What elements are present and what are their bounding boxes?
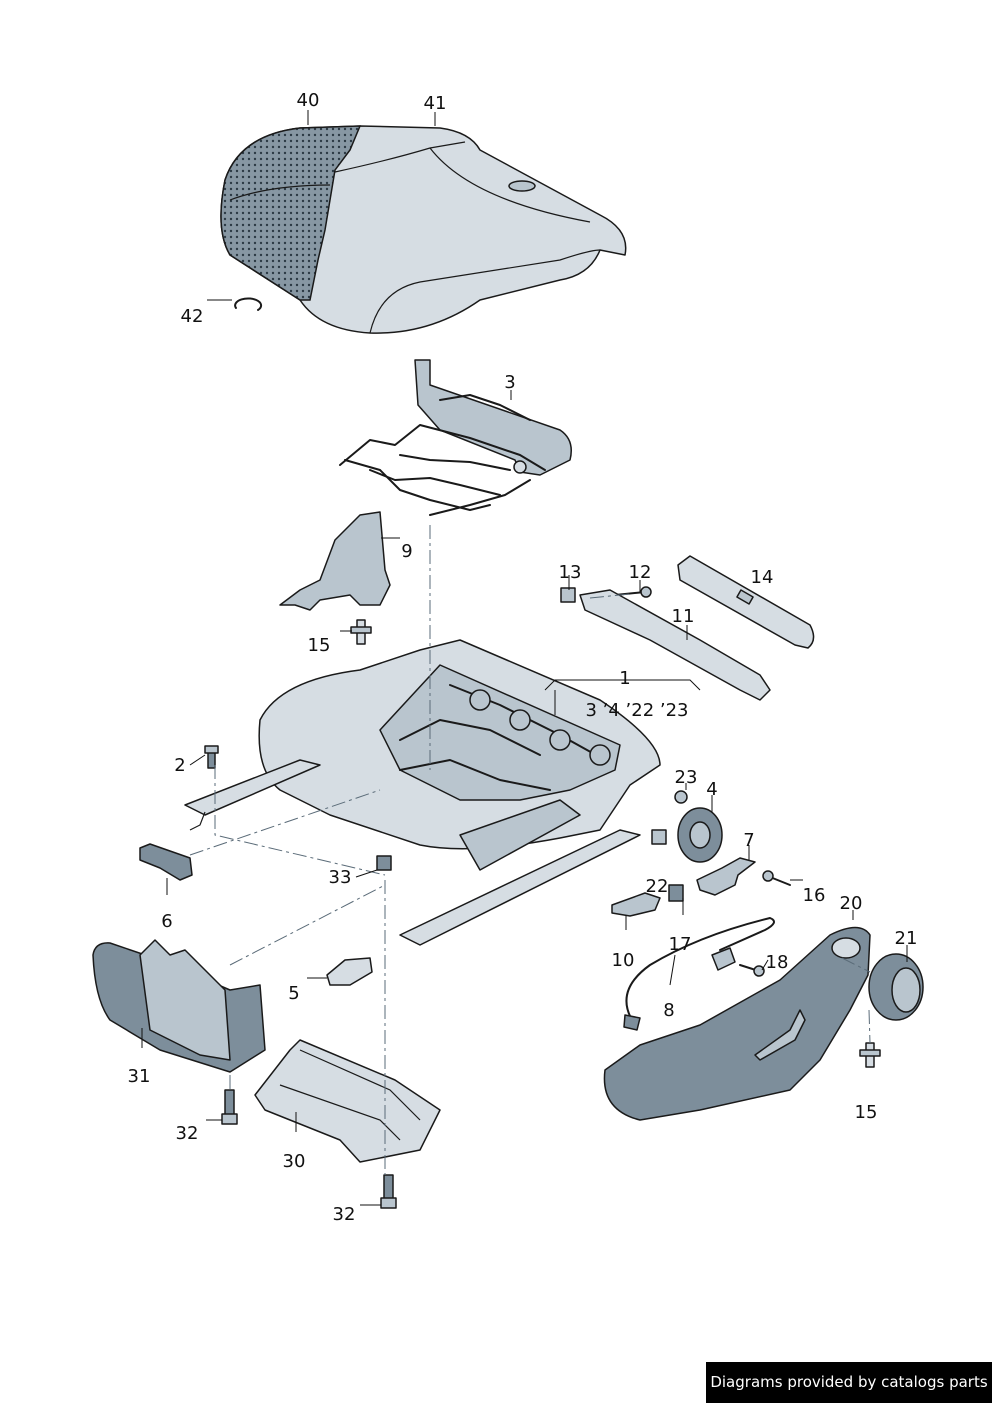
callout-32-lower: 32 [333, 1204, 356, 1225]
knob-21 [868, 953, 924, 1021]
seat-frame [184, 639, 661, 946]
callout-3: 3 [504, 372, 515, 393]
callout-31: 31 [128, 1066, 151, 1087]
cover-5 [326, 957, 373, 986]
callout-7: 7 [743, 830, 754, 851]
bolt-2 [204, 745, 219, 769]
callout-15-upper: 15 [308, 635, 331, 656]
callout-1: 1 [619, 668, 630, 689]
screw-18 [739, 964, 765, 977]
callout-1-sub: 3 ’4 ’22 ’23 [585, 700, 688, 721]
callout-18: 18 [766, 952, 789, 973]
callout-6: 6 [161, 911, 172, 932]
nut-23 [674, 790, 688, 804]
callout-16: 16 [803, 885, 826, 906]
handle-10 [611, 892, 661, 917]
recliner-4 [651, 807, 723, 863]
push-rivet-lower [859, 1042, 881, 1068]
callout-5: 5 [288, 983, 299, 1004]
callout-11: 11 [672, 606, 695, 627]
callout-32-upper: 32 [176, 1123, 199, 1144]
bracket-7 [696, 857, 756, 896]
callout-42: 42 [181, 306, 204, 327]
side-trim-20 [603, 926, 871, 1121]
side-bracket [279, 511, 391, 611]
callout-13: 13 [559, 562, 582, 583]
tray-30 [254, 1039, 441, 1163]
callout-9: 9 [401, 541, 412, 562]
clip-ring [234, 297, 263, 311]
callout-2: 2 [174, 755, 185, 776]
callout-33: 33 [329, 867, 352, 888]
cable-clip [711, 947, 736, 971]
lever-6 [139, 843, 193, 881]
callout-41: 41 [424, 93, 447, 114]
slide-rail-11 [579, 589, 771, 701]
callout-12: 12 [629, 562, 652, 583]
clip-33 [376, 855, 392, 871]
callout-23: 23 [675, 767, 698, 788]
callout-14: 14 [751, 567, 774, 588]
callout-4: 4 [706, 779, 717, 800]
callout-8: 8 [663, 1000, 674, 1021]
clip-22 [668, 884, 684, 902]
seat-cushion-cover [220, 125, 627, 334]
screw-16 [762, 870, 791, 886]
callout-17: 17 [669, 934, 692, 955]
clip-13 [560, 587, 576, 603]
callout-22: 22 [646, 876, 669, 897]
push-rivet-upper [350, 619, 372, 645]
callout-20: 20 [840, 893, 863, 914]
watermark-banner: Diagrams provided by catalogs parts [706, 1362, 992, 1403]
cable-17 [625, 917, 775, 1021]
callout-40: 40 [297, 90, 320, 111]
callout-30: 30 [283, 1151, 306, 1172]
cable-end-8 [623, 1014, 641, 1031]
callout-21: 21 [895, 928, 918, 949]
callout-15-lower: 15 [855, 1102, 878, 1123]
bolt-32-upper [221, 1089, 238, 1125]
seat-spring-mat [339, 359, 572, 516]
callout-10: 10 [612, 950, 635, 971]
bolt-32-lower [380, 1174, 397, 1209]
